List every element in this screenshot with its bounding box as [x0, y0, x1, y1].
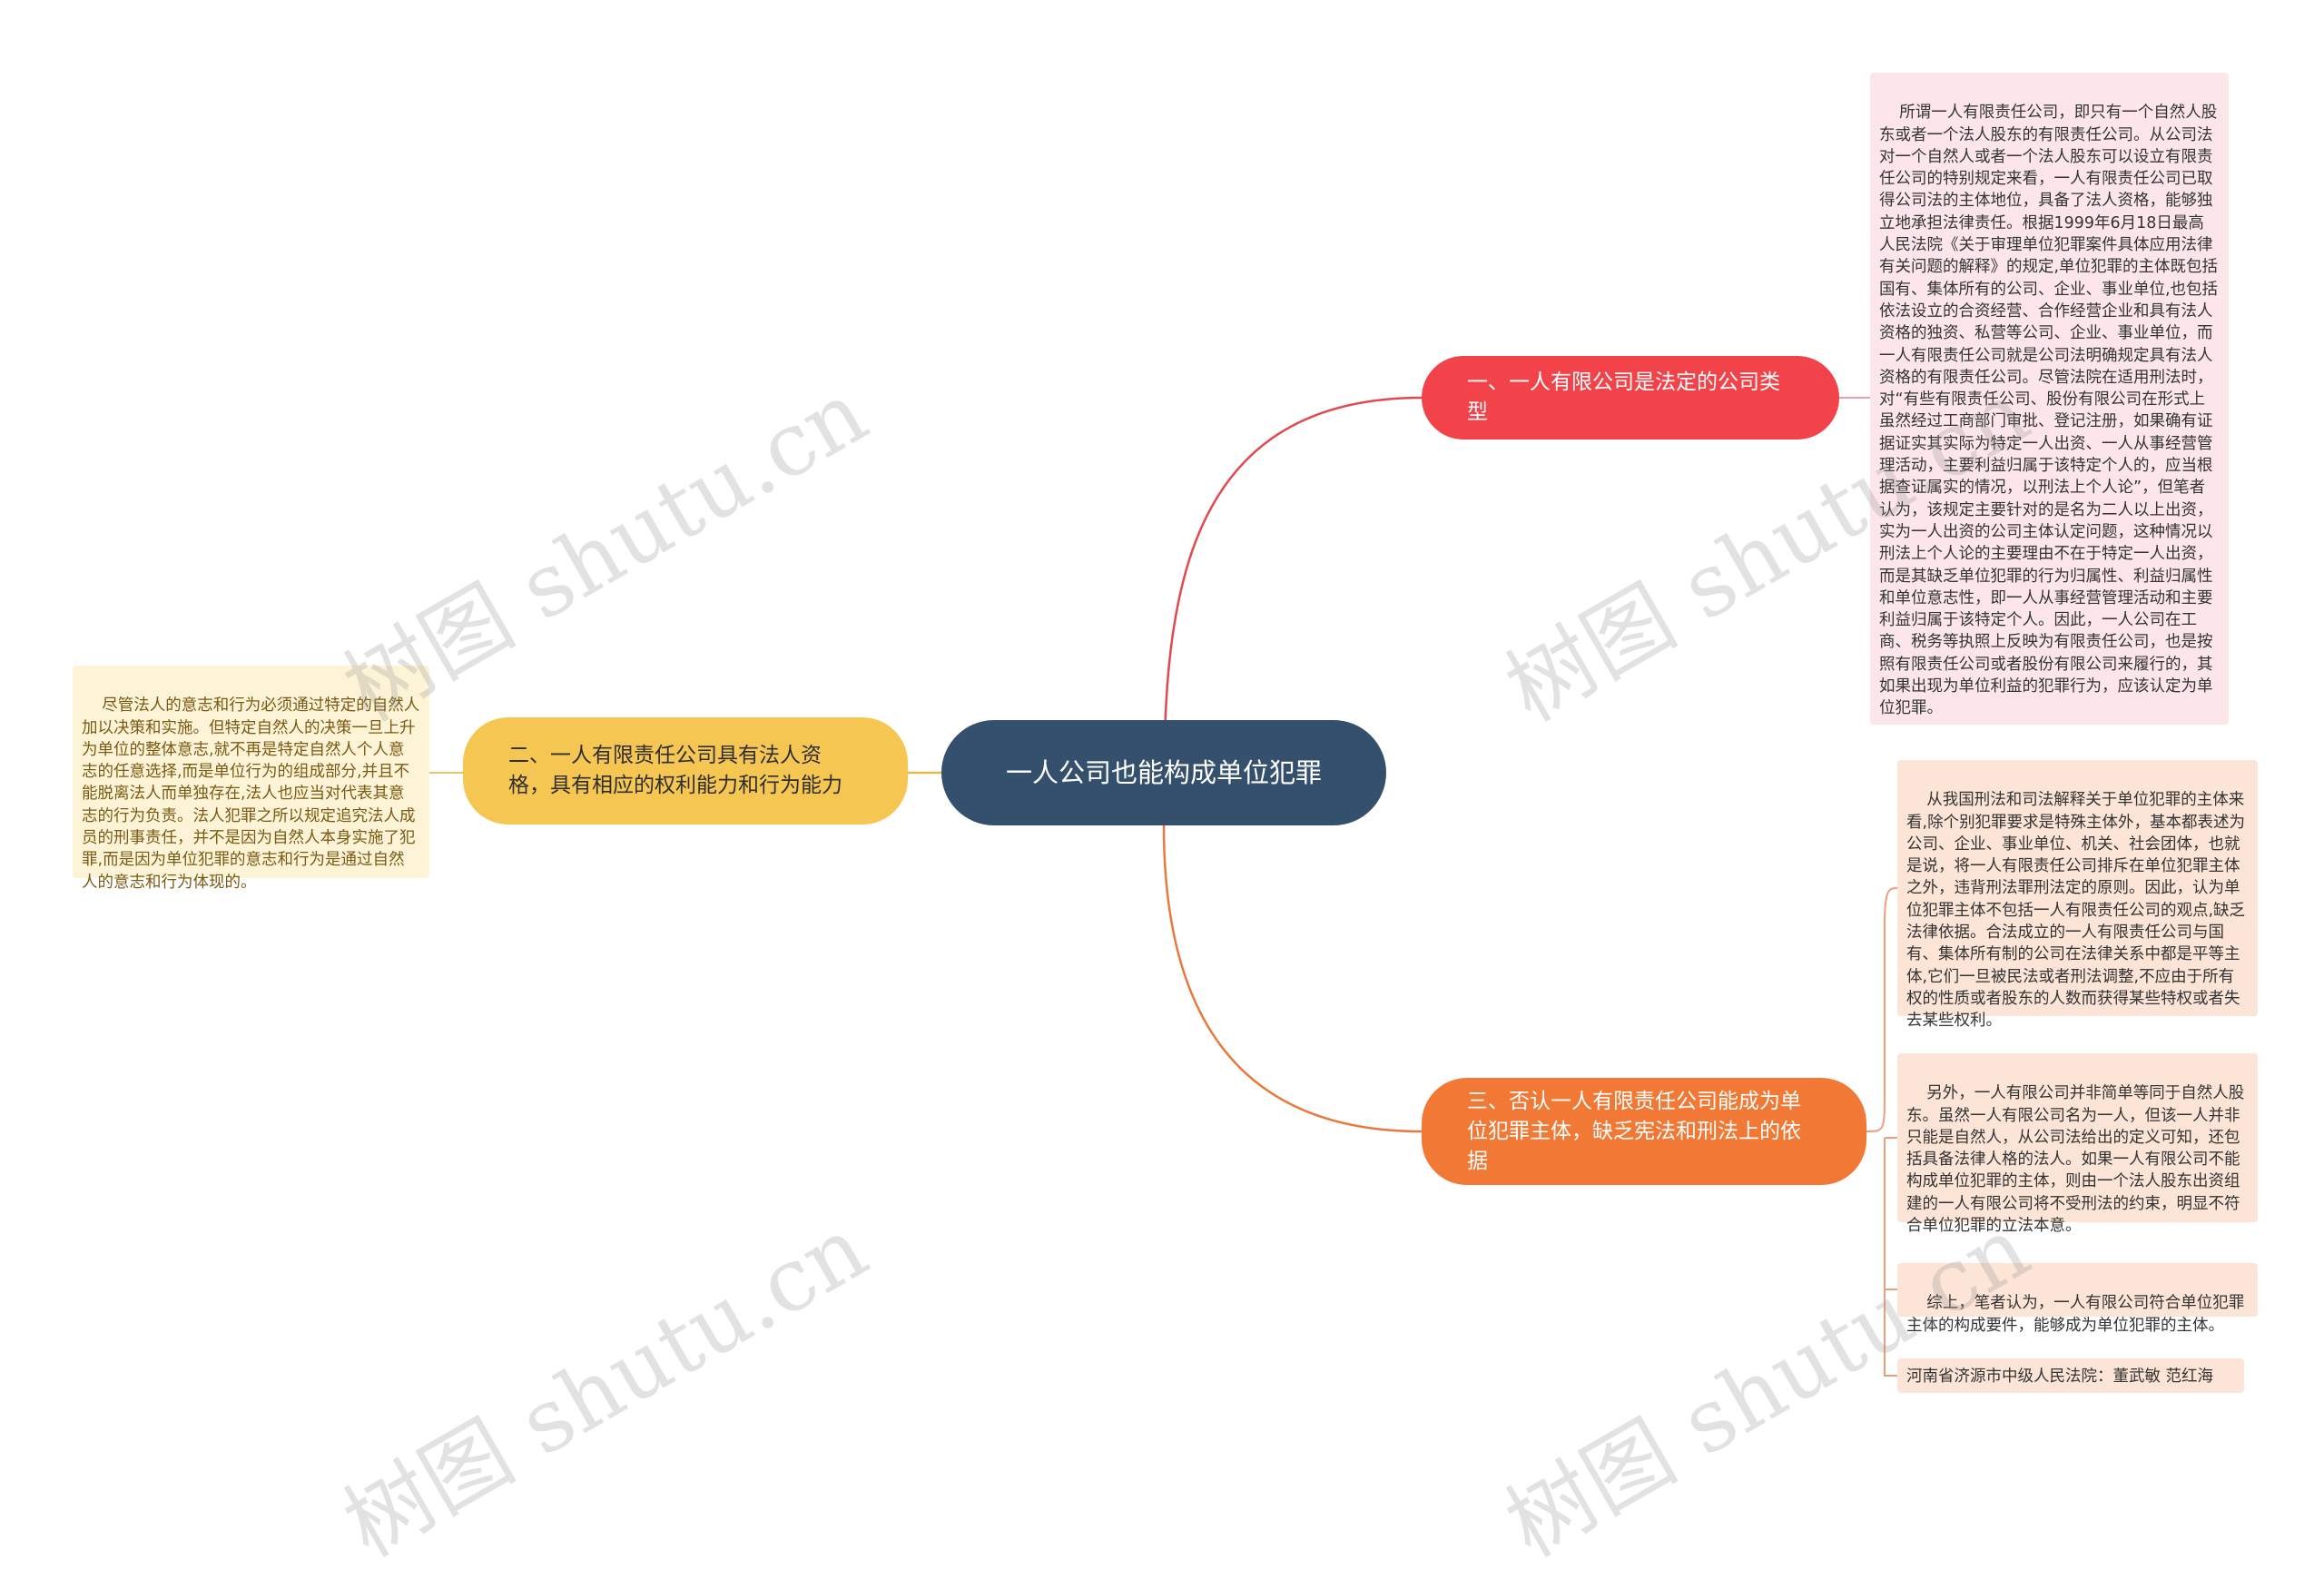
center-topic[interactable]: 一人公司也能构成单位犯罪 — [941, 720, 1386, 825]
branch-3[interactable]: 三、否认一人有限责任公司能成为单位犯罪主体，缺乏宪法和刑法上的依据 — [1422, 1078, 1866, 1185]
branch-2-label: 二、一人有限责任公司具有法人资格，具有相应的权利能力和行为能力 — [508, 744, 842, 797]
branch-2[interactable]: 二、一人有限责任公司具有法人资格，具有相应的权利能力和行为能力 — [463, 717, 908, 825]
branch-3-label: 三、否认一人有限责任公司能成为单位犯罪主体，缺乏宪法和刑法上的依据 — [1467, 1089, 1801, 1173]
leaf-b2-detail-text: 尽管法人的意志和行为必须通过特定的自然人加以决策和实施。但特定自然人的决策一旦上… — [82, 696, 420, 892]
leaf-b3-detail-4[interactable]: 河南省济源市中级人民法院：董武敏 范红海 — [1897, 1358, 2244, 1393]
leaf-b2-detail[interactable]: 尽管法人的意志和行为必须通过特定的自然人加以决策和实施。但特定自然人的决策一旦上… — [73, 666, 429, 892]
leaf-b3-detail-2-text: 另外，一人有限公司并非简单等同于自然人股东。虽然一人有限公司名为一人，但该一人并… — [1906, 1084, 2245, 1236]
leaf-b3-detail-3-text: 综上，笔者认为，一人有限公司符合单位犯罪主体的构成要件，能够成为单位犯罪的主体。 — [1906, 1294, 2245, 1335]
leaf-b3-detail-4-text: 河南省济源市中级人民法院：董武敏 范红海 — [1906, 1368, 2214, 1386]
leaf-b3-detail-3[interactable]: 综上，笔者认为，一人有限公司符合单位犯罪主体的构成要件，能够成为单位犯罪的主体。 — [1897, 1263, 2258, 1335]
branch-1-label: 一、一人有限公司是法定的公司类型 — [1467, 370, 1780, 424]
link-b3-bracket — [1866, 887, 1898, 1377]
branch-1[interactable]: 一、一人有限公司是法定的公司类型 — [1422, 356, 1839, 439]
leaf-b1-detail[interactable]: 所谓一人有限责任公司，即只有一个自然人股东或者一个法人股东的有限责任公司。从公司… — [1870, 73, 2229, 725]
link-center-b3 — [1162, 825, 1423, 1133]
leaf-b3-detail-1-text: 从我国刑法和司法解释关于单位犯罪的主体来看,除个别犯罪要求是特殊主体外，基本都表… — [1906, 791, 2246, 1031]
leaf-b3-detail-2[interactable]: 另外，一人有限公司并非简单等同于自然人股东。虽然一人有限公司名为一人，但该一人并… — [1897, 1053, 2258, 1235]
leaf-b3-detail-1[interactable]: 从我国刑法和司法解释关于单位犯罪的主体来看,除个别犯罪要求是特殊主体外，基本都表… — [1897, 760, 2258, 1030]
mindmap-canvas: 一人公司也能构成单位犯罪 一、一人有限公司是法定的公司类型 二、一人有限责任公司… — [73, 73, 2258, 1576]
center-topic-label: 一人公司也能构成单位犯罪 — [1005, 757, 1322, 788]
leaf-b1-detail-text: 所谓一人有限责任公司，即只有一个自然人股东或者一个法人股东的有限责任公司。从公司… — [1879, 104, 2219, 718]
